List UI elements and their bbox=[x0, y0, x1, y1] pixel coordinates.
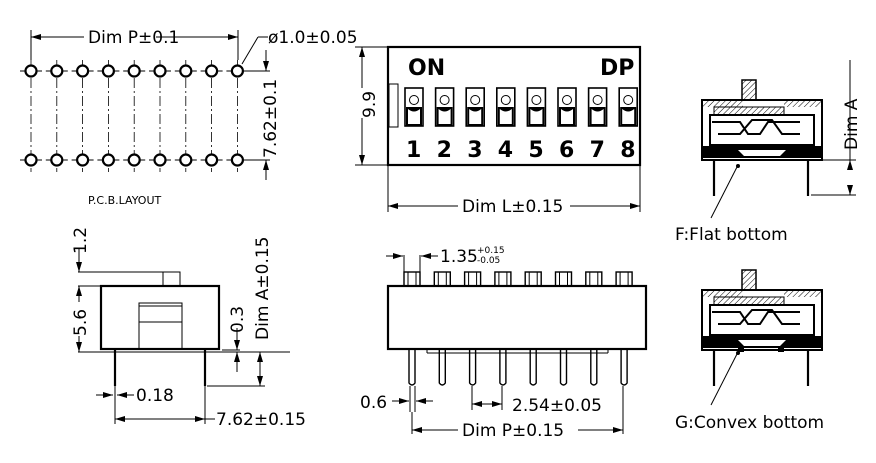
switch-5[interactable]: 5 bbox=[526, 87, 547, 163]
top-length: Dim L±0.15 bbox=[462, 197, 563, 217]
dp-label: DP bbox=[600, 56, 634, 81]
on-label: ON bbox=[408, 56, 445, 81]
front-pin-width: 0.6 bbox=[360, 393, 387, 413]
switch-2[interactable]: 2 bbox=[434, 87, 455, 163]
actuator bbox=[433, 271, 451, 287]
side-view: 1.2 5.6 0.3 Dim A±0.15 0.18 7.62±0.15 bbox=[70, 227, 306, 430]
switch-number: 2 bbox=[437, 138, 452, 163]
pin bbox=[468, 350, 477, 386]
switch-3[interactable]: 3 bbox=[465, 87, 486, 163]
pcb-hole bbox=[50, 64, 64, 78]
pcb-hole bbox=[50, 153, 64, 167]
front-dim-p: Dim P±0.15 bbox=[462, 421, 564, 441]
body-height: 5.6 bbox=[71, 309, 91, 336]
actuator-width: 1.35 bbox=[440, 247, 478, 267]
section-dim-a: Dim A bbox=[842, 98, 862, 150]
actuator bbox=[494, 271, 512, 287]
pin-pitch: 2.54±0.05 bbox=[512, 396, 602, 416]
switch-8[interactable]: 8 bbox=[618, 87, 639, 163]
actuator-section bbox=[741, 269, 757, 291]
pcb-hole bbox=[127, 153, 141, 167]
switch-number: 1 bbox=[406, 138, 421, 163]
pcb-hole bbox=[205, 64, 219, 78]
section-convex bbox=[701, 269, 823, 386]
pin bbox=[529, 350, 537, 386]
pin-width: 0.18 bbox=[136, 386, 174, 406]
switch-number: 5 bbox=[528, 138, 543, 163]
pcb-hole bbox=[205, 153, 219, 167]
actuator bbox=[585, 271, 603, 287]
pin bbox=[620, 350, 628, 386]
pin bbox=[590, 350, 598, 386]
pcb-hole bbox=[75, 153, 90, 167]
pcb-hole bbox=[179, 64, 193, 78]
pcb-hole bbox=[230, 153, 244, 167]
pcb-dim-p: Dim P±0.1 bbox=[88, 28, 179, 48]
actuator bbox=[554, 271, 573, 287]
flat-bottom-label: F:Flat bottom bbox=[675, 225, 788, 245]
pcb-layout-title: P.C.B.LAYOUT bbox=[88, 194, 162, 207]
pin bbox=[438, 350, 446, 386]
switch-number: 3 bbox=[467, 138, 482, 163]
pcb-hole bbox=[153, 64, 167, 78]
switch-number: 4 bbox=[498, 138, 513, 163]
tolerance-plus: +0.15 bbox=[477, 246, 505, 256]
switch-number: 7 bbox=[590, 138, 605, 163]
switch-number: 8 bbox=[620, 138, 635, 163]
section-flat bbox=[701, 79, 823, 196]
top-height: 9.9 bbox=[360, 91, 380, 118]
actuator bbox=[524, 271, 542, 287]
tolerance-minus: -0.05 bbox=[477, 256, 500, 266]
pcb-hole bbox=[24, 64, 38, 78]
dim-a: Dim A±0.15 bbox=[253, 236, 273, 340]
actuator bbox=[403, 271, 421, 287]
switch-4[interactable]: 4 bbox=[495, 87, 516, 163]
pcb-hole bbox=[24, 153, 38, 167]
actuator-section bbox=[741, 79, 757, 101]
actuator-height: 1.2 bbox=[71, 227, 91, 254]
pin bbox=[408, 350, 416, 386]
actuator bbox=[463, 271, 482, 287]
standoff: 0.3 bbox=[228, 306, 248, 333]
pcb-hole bbox=[127, 64, 141, 78]
front-view: 1.35 +0.15 -0.05 0.6 2.54±0.05 Dim P±0.1… bbox=[360, 246, 648, 441]
pin bbox=[499, 350, 507, 386]
pcb-hole bbox=[230, 64, 244, 78]
pin bbox=[559, 350, 568, 386]
pcb-hole bbox=[153, 153, 167, 167]
hole-diameter: ø1.0±0.05 bbox=[268, 28, 358, 48]
convex-bottom-label: G:Convex bottom bbox=[675, 413, 824, 433]
switch-number: 6 bbox=[559, 138, 574, 163]
pcb-hole bbox=[101, 64, 116, 78]
side-row-spacing: 7.62±0.15 bbox=[216, 410, 306, 430]
pcb-layout: Dim P±0.1 ø1.0±0.05 7.62±0.1 P.C.B.LAYOU… bbox=[20, 27, 358, 207]
pcb-row-spacing: 7.62±0.1 bbox=[261, 79, 281, 158]
pcb-hole bbox=[75, 64, 90, 78]
actuator bbox=[615, 271, 633, 287]
switch-1[interactable]: 1 bbox=[404, 87, 424, 163]
switch-6[interactable]: 6 bbox=[557, 87, 577, 163]
pcb-hole bbox=[179, 153, 193, 167]
switch-7[interactable]: 7 bbox=[587, 87, 608, 163]
pcb-hole bbox=[101, 153, 116, 167]
